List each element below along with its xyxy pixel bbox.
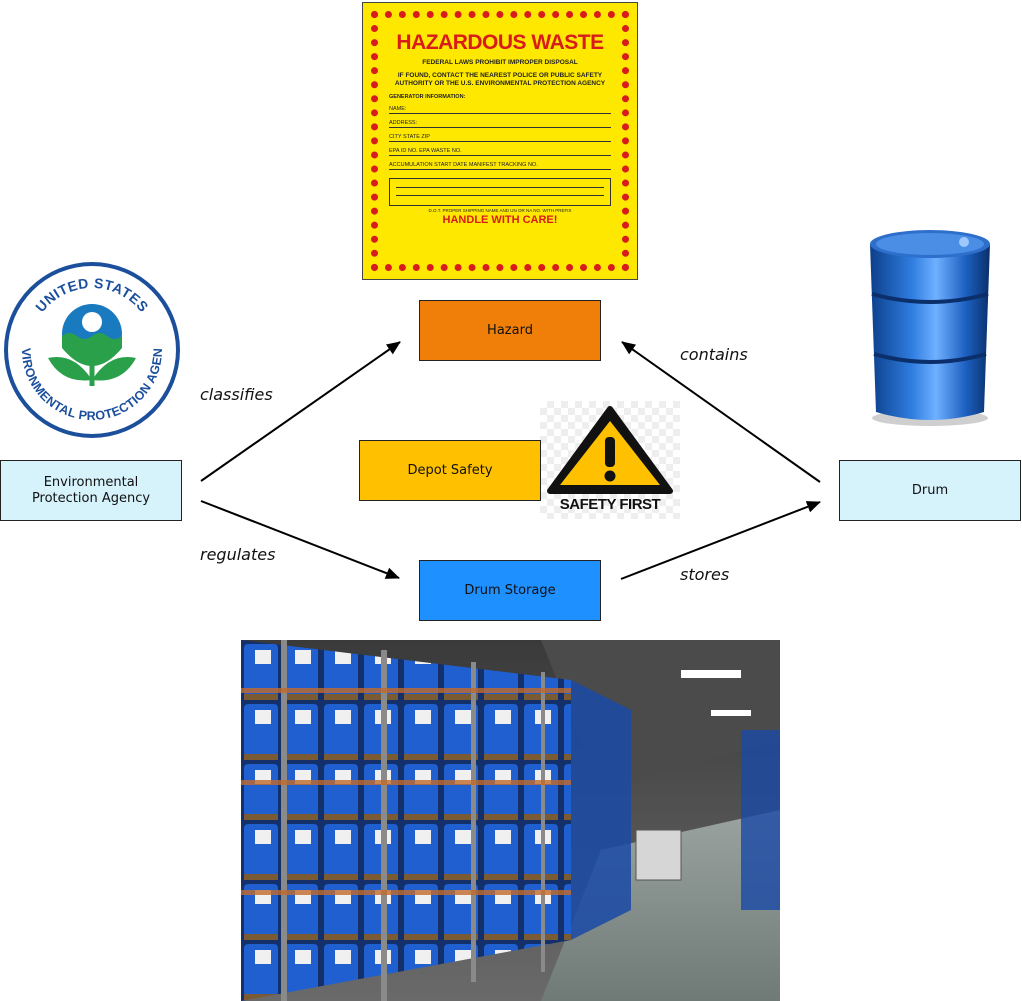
node-hazard[interactable]: Hazard bbox=[419, 300, 601, 361]
safety-first-text: SAFETY FIRST bbox=[559, 496, 661, 513]
hazardous-waste-notice: IF FOUND, CONTACT THE NEAREST POLICE OR … bbox=[394, 72, 606, 87]
label-field-accumulation: ACCUMULATION START DATE MANIFEST TRACKIN… bbox=[389, 162, 611, 170]
edge-stores bbox=[620, 501, 821, 580]
node-drum[interactable]: Drum bbox=[839, 460, 1021, 521]
label-field-address: ADDRESS: bbox=[389, 120, 611, 128]
shipping-name-box bbox=[389, 178, 611, 206]
edge-label-stores: stores bbox=[680, 565, 730, 584]
dot-shipping-note: D.O.T. PROPER SHIPPING NAME AND UN OR NA… bbox=[428, 208, 572, 213]
edge-classifies bbox=[200, 341, 401, 482]
label-field-epa: EPA ID NO. EPA WASTE NO. bbox=[389, 148, 611, 156]
edge-label-contains: contains bbox=[680, 345, 748, 364]
node-drum-storage[interactable]: Drum Storage bbox=[419, 560, 601, 621]
label-field-name: NAME: bbox=[389, 106, 611, 114]
warning-triangle-icon bbox=[547, 406, 673, 494]
hazardous-waste-title: HAZARDOUS WASTE bbox=[396, 31, 604, 54]
epa-seal-logo: UNITED STATES ENVIRONMENTAL PROTECTION A… bbox=[0, 258, 180, 438]
drum-warehouse-photo bbox=[241, 640, 780, 1001]
hazardous-waste-label-image: HAZARDOUS WASTE FEDERAL LAWS PROHIBIT IM… bbox=[362, 2, 638, 280]
safety-first-image: SAFETY FIRST bbox=[540, 401, 680, 519]
edge-label-classifies: classifies bbox=[200, 385, 273, 404]
edge-contains bbox=[621, 341, 821, 483]
edge-regulates bbox=[200, 500, 400, 579]
edge-label-regulates: regulates bbox=[200, 545, 276, 564]
hazardous-waste-subtitle: FEDERAL LAWS PROHIBIT IMPROPER DISPOSAL bbox=[422, 59, 578, 66]
label-field-city: CITY STATE ZIP bbox=[389, 134, 611, 142]
blue-drum-image bbox=[870, 230, 990, 426]
generator-info-heading: GENERATOR INFORMATION: bbox=[389, 94, 466, 100]
node-environmental-protection-agency[interactable]: Environmental Protection Agency bbox=[0, 460, 182, 521]
node-depot-safety[interactable]: Depot Safety bbox=[359, 440, 541, 501]
handle-with-care: HANDLE WITH CARE! bbox=[442, 214, 558, 226]
